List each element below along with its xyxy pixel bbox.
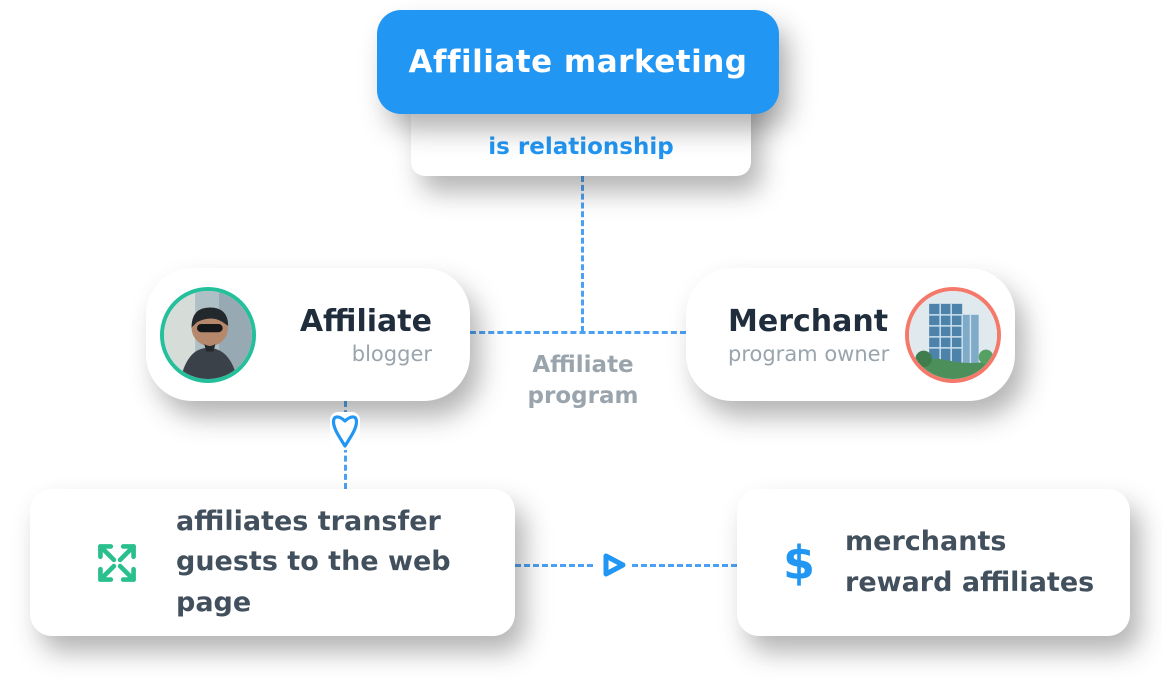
affiliate-card-text: Affiliate blogger	[300, 303, 432, 367]
down-pointer-icon	[330, 412, 360, 450]
connector-affiliate-to-merchant	[470, 331, 686, 334]
affiliate-subtitle: blogger	[351, 342, 432, 367]
merchant-subtitle: program owner	[728, 342, 890, 367]
affiliate-title: Affiliate	[299, 303, 432, 339]
affiliate-marketing-title-card: Affiliate marketing	[377, 10, 779, 114]
merchants-reward-line2: reward affiliates	[845, 566, 1095, 598]
merchants-reward-line1: merchants	[845, 526, 1007, 557]
merchants-reward-text: merchants reward affiliates	[845, 522, 1094, 603]
dollar-icon: $	[783, 535, 816, 590]
connector-title-to-relationship	[581, 176, 584, 332]
merchants-reward-card: $ merchants reward affiliates	[737, 489, 1130, 636]
merchant-title: Merchant	[728, 303, 889, 339]
affiliates-transfer-line1: affiliates transfer	[176, 505, 441, 537]
affiliates-transfer-line2: guests to the web page	[176, 546, 451, 618]
merchant-card: Merchant program owner	[686, 268, 1015, 401]
relationship-subtitle: is relationship	[488, 134, 674, 160]
affiliates-transfer-text: affiliates transfer guests to the web pa…	[176, 502, 497, 624]
affiliate-program-label: Affiliate program	[498, 350, 668, 412]
affiliate-program-label-line1: Affiliate	[532, 352, 634, 378]
person-avatar	[160, 286, 256, 383]
merchant-card-text: Merchant program owner	[728, 303, 889, 367]
transfer-arrows-icon	[98, 543, 136, 582]
affiliate-program-label-line2: program	[527, 383, 639, 410]
building-avatar	[905, 286, 1001, 383]
play-arrow-icon	[594, 547, 632, 583]
affiliates-transfer-card: affiliates transfer guests to the web pa…	[30, 489, 515, 636]
affiliate-card: Affiliate blogger	[146, 268, 470, 401]
affiliate-marketing-title: Affiliate marketing	[408, 44, 748, 80]
